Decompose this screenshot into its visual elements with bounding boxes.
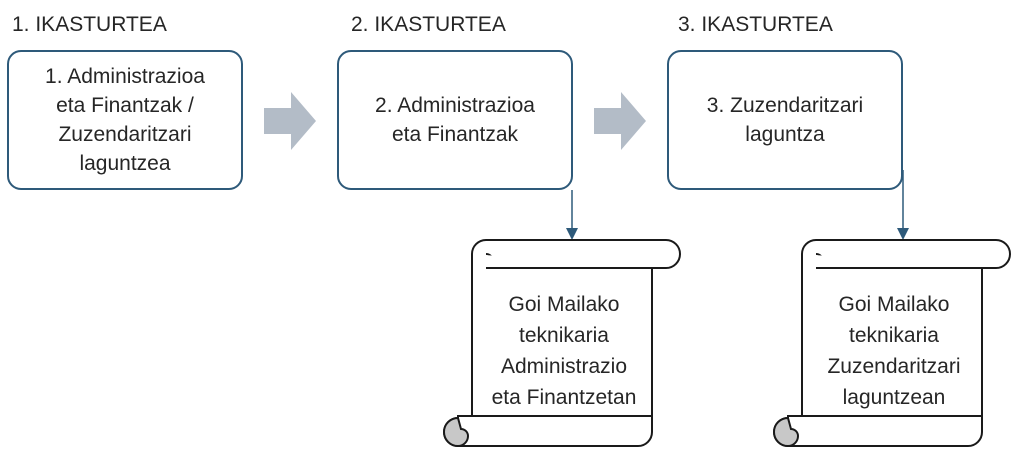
course-box-3-text: 3. Zuzendaritzari laguntza: [706, 94, 864, 146]
diploma-1-text: Goi Mailako teknikaria Administrazio eta…: [491, 293, 637, 409]
flow-arrow-2-to-3: [594, 92, 646, 150]
year-1-label: 1. IKASTURTEA: [12, 13, 167, 36]
diploma-scroll-1: [443, 239, 681, 448]
year-3-label: 3. IKASTURTEA: [678, 13, 833, 36]
course-box-2-text: 2. Administrazioa eta Finantzak: [375, 94, 535, 146]
course-box-3: 3. Zuzendaritzari laguntza: [667, 50, 903, 190]
diploma-scroll-2: [773, 239, 1011, 448]
year-2-label: 2. IKASTURTEA: [351, 13, 506, 36]
flow-arrow-1-to-2: [264, 92, 316, 150]
course-box-1-text: 1. Administrazioa eta Finantzak / Zuzend…: [45, 65, 205, 175]
diploma-2-text: Goi Mailako teknikaria Zuzendaritzari la…: [827, 293, 961, 409]
course-box-2: 2. Administrazioa eta Finantzak: [337, 50, 573, 190]
course-box-1: 1. Administrazioa eta Finantzak / Zuzend…: [7, 50, 243, 190]
